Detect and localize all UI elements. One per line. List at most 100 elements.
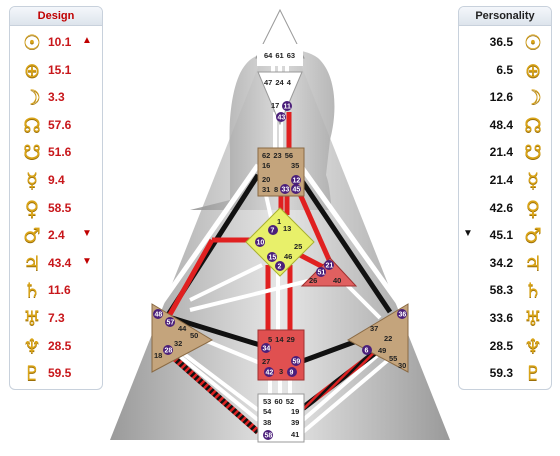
personality-gate-value: 21.4	[489, 145, 513, 160]
gate-59: 59	[293, 359, 301, 366]
gate-11: 11	[284, 104, 292, 111]
design-gate-value: 9.4	[48, 173, 65, 187]
detriment-arrow-icon: ▼	[82, 228, 92, 240]
personality-row: ☊48.4	[459, 112, 551, 139]
jupiter-icon: ♃	[23, 250, 41, 275]
gate-28-active	[163, 345, 173, 355]
personality-gate-value: 28.5	[489, 338, 513, 353]
personality-row: ☿ 21.4	[459, 167, 551, 194]
gate-37: 37	[370, 324, 378, 333]
moon-icon: ☽	[524, 85, 542, 110]
design-row: ☽3.3	[10, 84, 102, 111]
bodygraph-background	[110, 12, 450, 440]
design-row: ☋51.6	[10, 139, 102, 166]
personality-gate-value: 21.4	[489, 173, 513, 187]
gate-10-active	[255, 237, 265, 247]
gate-33: 33	[282, 187, 290, 194]
personality-gate-value: 45.1	[489, 228, 513, 243]
design-gate-value: 57.6	[48, 117, 72, 132]
personality-row: ☋ 21.4	[459, 139, 551, 166]
gate-36: 36	[399, 312, 407, 319]
gate-8: 8	[274, 185, 278, 194]
exalted-arrow-icon: ▲	[82, 35, 92, 46]
solar-plexus-center	[346, 303, 409, 373]
personality-row: ♃34.2	[459, 250, 551, 277]
design-row: ♆ 28.5	[10, 333, 102, 360]
personality-row: ☉36.5	[459, 29, 551, 56]
personality-row: ⊕6.5	[459, 57, 551, 84]
design-row: ♄11.6	[10, 277, 102, 304]
design-gate-value: 15.1	[48, 62, 72, 77]
gate-21-active	[324, 260, 334, 270]
gate-9-active	[287, 367, 297, 377]
gate-11-active	[282, 101, 292, 111]
throat-center	[257, 147, 305, 197]
personality-row: ♅33.6	[459, 305, 551, 332]
design-row: ⊕ 15.1	[10, 57, 102, 84]
south-node-icon: ☋	[524, 140, 542, 165]
gate-20: 20	[262, 175, 270, 184]
design-row: ♃43.4▼	[10, 250, 102, 277]
design-row: ☿ 9.4	[10, 167, 102, 194]
gate-40: 40	[333, 276, 341, 285]
north-node-icon: ☊	[524, 112, 542, 137]
design-row: ☉10.1▲	[10, 29, 102, 56]
personality-row: ♂45.1▼	[459, 222, 551, 249]
pluto-icon: ♇	[524, 361, 542, 386]
personality-gate-value: 58.3	[489, 283, 513, 298]
gate-58: 58	[265, 433, 273, 440]
sacral-center	[257, 329, 305, 381]
jupiter-icon: ♃	[524, 250, 542, 275]
spleen-center	[151, 303, 214, 373]
gate-6-active	[362, 345, 372, 355]
gate-6: 6	[365, 348, 369, 355]
gate-57: 57	[167, 320, 175, 327]
design-panel-title: Design	[10, 7, 102, 26]
south-node-icon: ☋	[23, 140, 41, 165]
venus-icon: ♀	[24, 195, 40, 220]
gate-34-active	[261, 343, 271, 353]
earth-icon: ⊕	[23, 57, 41, 82]
personality-row: ☽12.6	[459, 84, 551, 111]
design-gate-value: 58.5	[48, 200, 72, 215]
head-center	[255, 8, 305, 59]
personality-row: ♆28.5	[459, 333, 551, 360]
gate-43: 43	[278, 115, 286, 122]
sun-icon: ☉	[23, 30, 41, 54]
saturn-icon: ♄	[524, 278, 542, 303]
gate-39: 39	[291, 418, 299, 427]
heart-center	[300, 257, 358, 287]
gate-28: 28	[165, 348, 173, 355]
neptune-icon: ♆	[23, 333, 41, 358]
gate-54: 54	[263, 407, 272, 416]
gate-46: 46	[284, 252, 292, 261]
gate-35: 35	[291, 161, 299, 170]
design-gate-value: 11.6	[48, 283, 71, 298]
gate-7-active	[268, 225, 278, 235]
gate-43-active	[276, 112, 286, 122]
gate-22: 22	[384, 334, 392, 343]
gate-42: 42	[266, 370, 274, 377]
mercury-icon: ☿	[526, 168, 540, 192]
mercury-icon: ☿	[25, 168, 39, 192]
gate-12: 12	[293, 178, 301, 185]
uranus-icon: ♅	[23, 306, 41, 330]
gate-9: 9	[290, 370, 294, 377]
gate-41: 41	[291, 430, 299, 439]
gate-2: 2	[278, 264, 282, 271]
gate-48: 48	[155, 312, 163, 319]
gate-45: 45	[293, 187, 301, 194]
design-row: ♇59.5	[10, 360, 102, 387]
g-center	[245, 207, 315, 277]
gate-59-active	[291, 356, 301, 366]
gate-3: 3	[279, 367, 283, 376]
gate-33-active	[280, 184, 290, 194]
detriment-arrow-icon: ▼	[463, 228, 473, 240]
gate-13: 13	[283, 224, 291, 233]
gate-50: 50	[190, 331, 198, 340]
design-gate-value: 28.5	[48, 338, 72, 353]
gate-26: 26	[309, 276, 317, 285]
